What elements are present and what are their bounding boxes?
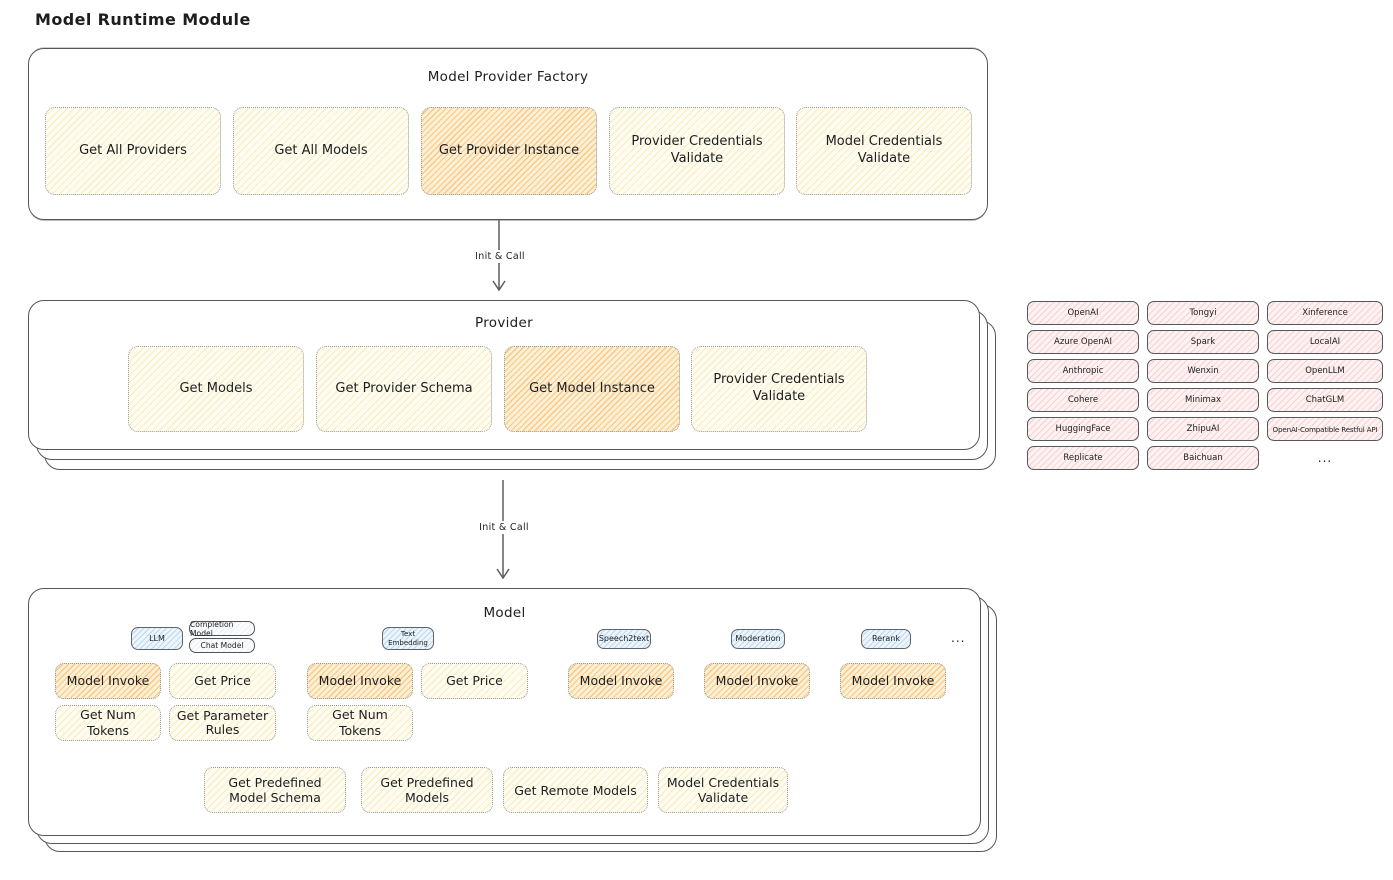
speech2text-model-invoke: Model Invoke — [568, 663, 674, 699]
factory-item-get-all-models: Get All Models — [233, 107, 409, 195]
provider-openai-compatible-restful-api: OpenAI-Compatible Restful API — [1267, 417, 1383, 441]
provider-replicate: Replicate — [1027, 446, 1139, 470]
provider-list-ellipsis: ... — [1317, 451, 1333, 465]
provider-item-get-models: Get Models — [128, 346, 304, 432]
model-get-predefined-models: Get Predefined Models — [361, 767, 493, 813]
arrow-label-init-call-2: Init & Call — [472, 521, 536, 534]
rerank-model-invoke: Model Invoke — [840, 663, 946, 699]
provider-anthropic: Anthropic — [1027, 359, 1139, 383]
model-types-ellipsis: ... — [951, 631, 966, 645]
provider-item-provider-credentials-validate: Provider Credentials Validate — [691, 346, 867, 432]
factory-item-provider-credentials-validate: Provider Credentials Validate — [609, 107, 785, 195]
factory-title: Model Provider Factory — [427, 69, 589, 85]
arrow-label-init-call-1: Init & Call — [468, 250, 532, 263]
provider-list-grid: OpenAI Tongyi Xinference Azure OpenAI Sp… — [1027, 301, 1383, 470]
subtab-chat-model: Chat Model — [189, 638, 255, 653]
provider-openllm: OpenLLM — [1267, 359, 1383, 383]
provider-openai: OpenAI — [1027, 301, 1139, 325]
tab-text-embedding: Text Embedding — [382, 627, 434, 650]
provider-xinference: Xinference — [1267, 301, 1383, 325]
provider-box: Provider Get Models Get Provider Schema … — [28, 300, 980, 450]
text-embedding-get-price: Get Price — [421, 663, 528, 699]
provider-chatglm: ChatGLM — [1267, 388, 1383, 412]
provider-baichuan: Baichuan — [1147, 446, 1259, 470]
provider-zhipuai: ZhipuAI — [1147, 417, 1259, 441]
text-embedding-model-invoke: Model Invoke — [307, 663, 413, 699]
provider-spark: Spark — [1147, 330, 1259, 354]
text-embedding-get-num-tokens: Get Num Tokens — [307, 705, 413, 741]
model-model-credentials-validate: Model Credentials Validate — [658, 767, 788, 813]
provider-localai: LocalAI — [1267, 330, 1383, 354]
provider-tongyi: Tongyi — [1147, 301, 1259, 325]
model-provider-factory-box: Model Provider Factory Get All Providers… — [28, 48, 988, 220]
model-title: Model — [483, 605, 526, 621]
tab-llm: LLM — [131, 627, 183, 650]
factory-item-get-provider-instance: Get Provider Instance — [421, 107, 597, 195]
provider-huggingface: HuggingFace — [1027, 417, 1139, 441]
factory-item-model-credentials-validate: Model Credentials Validate — [796, 107, 972, 195]
llm-get-num-tokens: Get Num Tokens — [55, 705, 161, 741]
provider-azure-openai: Azure OpenAI — [1027, 330, 1139, 354]
model-get-remote-models: Get Remote Models — [503, 767, 648, 813]
tab-speech2text: Speech2text — [597, 629, 651, 649]
provider-minimax: Minimax — [1147, 388, 1259, 412]
page-title: Model Runtime Module — [35, 10, 251, 29]
factory-item-get-all-providers: Get All Providers — [45, 107, 221, 195]
provider-wenxin: Wenxin — [1147, 359, 1259, 383]
subtab-completion-model: Completion Model — [189, 620, 255, 638]
llm-get-parameter-rules: Get Parameter Rules — [169, 705, 276, 741]
moderation-model-invoke: Model Invoke — [704, 663, 810, 699]
provider-item-get-provider-schema: Get Provider Schema — [316, 346, 492, 432]
tab-moderation: Moderation — [731, 629, 785, 649]
provider-cohere: Cohere — [1027, 388, 1139, 412]
provider-item-get-model-instance: Get Model Instance — [504, 346, 680, 432]
model-box: Model LLM Completion Model Chat Model Te… — [28, 588, 981, 836]
model-get-predefined-model-schema: Get Predefined Model Schema — [204, 767, 346, 813]
llm-get-price: Get Price — [169, 663, 276, 699]
tab-rerank: Rerank — [861, 629, 911, 649]
provider-title: Provider — [475, 315, 533, 331]
llm-model-invoke: Model Invoke — [55, 663, 161, 699]
